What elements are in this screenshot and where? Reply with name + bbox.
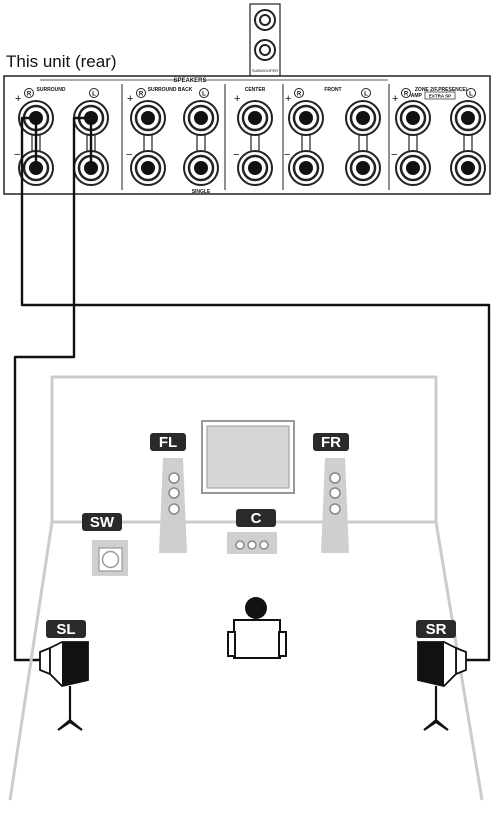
speakers-header: SPEAKERS <box>173 78 206 84</box>
group-label-front: FRONT <box>324 87 341 93</box>
terminal-surround-back-l: L <box>183 88 219 186</box>
subwoofer-label: SUBWOOFER <box>252 68 278 73</box>
speaker-fl: FL <box>150 433 187 553</box>
channel-badge: R <box>27 92 32 98</box>
minus-sign: − <box>233 149 239 161</box>
minus-sign: − <box>284 149 290 161</box>
channel-badge: L <box>92 92 96 98</box>
terminal-zone2-l: L <box>450 88 486 186</box>
speaker-sl: SL <box>39 620 89 731</box>
terminal-front-l: L <box>345 88 381 186</box>
unit-title: This unit (rear) <box>6 52 117 71</box>
channel-badge: R <box>297 92 302 98</box>
channel-badge: R <box>139 92 144 98</box>
plus-sign: + <box>392 93 398 105</box>
speaker-fr-label: FR <box>321 434 341 451</box>
cable-surround-left <box>13 116 91 662</box>
group-label-center: CENTER <box>245 87 266 93</box>
speaker-sr-label: SR <box>426 621 447 638</box>
terminal-center: +− <box>233 93 273 186</box>
plus-sign: + <box>285 93 291 105</box>
channel-badge: R <box>404 92 409 98</box>
speaker-sl-label: SL <box>56 621 75 638</box>
minus-sign: − <box>14 149 20 161</box>
group-label-surround-back: SURROUND BACK <box>148 87 193 93</box>
group-label-zone2-line2: BI-AMP <box>404 93 422 99</box>
terminal-front-r: R + − <box>284 88 324 186</box>
speaker-c-label: C <box>251 510 262 527</box>
terminal-surround-back-r: R + − <box>126 88 166 186</box>
speaker-fr: FR <box>313 433 349 553</box>
television <box>201 420 295 494</box>
channel-badge: L <box>202 92 206 98</box>
group-label-zone2: ZONE 2/F.PRESENCE/ <box>415 87 468 93</box>
speaker-center: C <box>227 509 277 554</box>
listener <box>227 597 287 659</box>
extra-sp-label: EXTRA SP <box>429 94 451 99</box>
minus-sign: − <box>126 149 132 161</box>
cable-surround-right <box>20 116 491 662</box>
speaker-sw-label: SW <box>90 514 115 531</box>
group-label-surround: SURROUND <box>37 87 66 93</box>
plus-sign: + <box>234 93 240 105</box>
channel-badge: L <box>469 92 473 98</box>
plus-sign: + <box>127 93 133 105</box>
speaker-fl-label: FL <box>159 434 177 451</box>
speaker-subwoofer: SW <box>82 513 128 576</box>
plus-sign: + <box>15 93 21 105</box>
channel-badge: L <box>364 92 368 98</box>
minus-sign: − <box>391 149 397 161</box>
speaker-sr: SR <box>416 620 467 731</box>
terminal-zone2-r: R + − <box>391 88 431 186</box>
single-label: SINGLE <box>192 189 211 195</box>
subwoofer-jack: SUBWOOFER <box>249 3 281 77</box>
